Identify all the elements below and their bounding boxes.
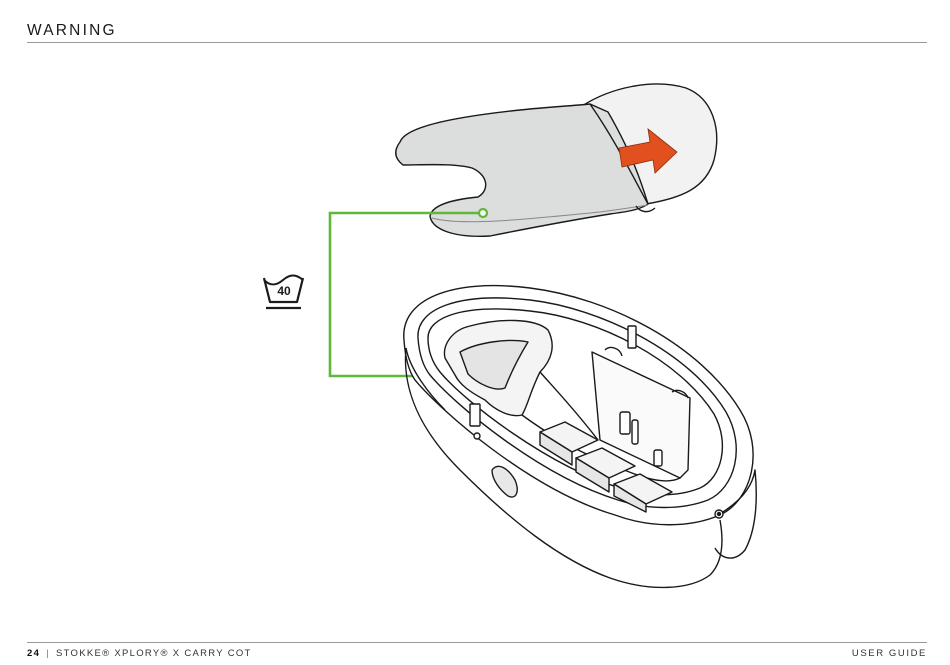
product-name: STOKKE® XPLORY® X CARRY COT xyxy=(56,648,252,659)
cover-attachment-point xyxy=(479,209,487,217)
page-number: 24 xyxy=(27,648,40,659)
footer-left: 24 | STOKKE® XPLORY® X CARRY COT xyxy=(27,648,252,659)
footer-divider xyxy=(27,642,927,643)
footer-separator: | xyxy=(46,648,50,659)
wash-temperature-label: 40 xyxy=(277,284,291,298)
carry-cot xyxy=(404,286,756,588)
guide-label: USER GUIDE xyxy=(852,648,927,659)
